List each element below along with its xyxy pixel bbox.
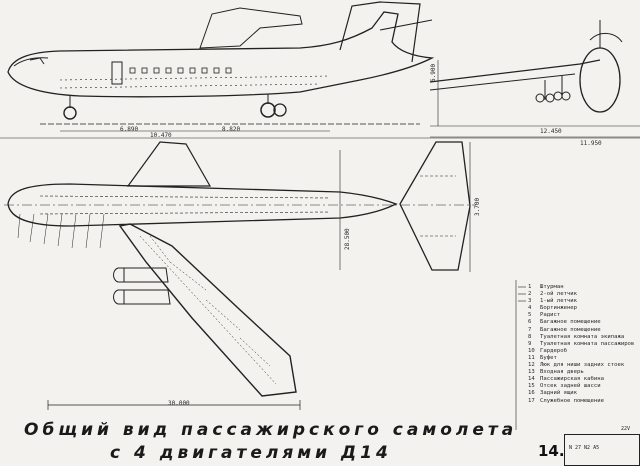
- dim-label-height: 6.900: [430, 63, 437, 82]
- dim-label-wing-len: 28.500: [344, 228, 351, 250]
- dim-label-span: 30.000: [168, 400, 190, 407]
- title-line-1: Общий вид пассажирского самолета: [24, 420, 518, 440]
- dim-label-fuselage: 10.470: [150, 132, 172, 139]
- stamp-code: 22V: [621, 426, 631, 432]
- title-line-2: с 4 двигателями Д14: [110, 443, 392, 463]
- dim-label-root: 3.700: [474, 197, 481, 216]
- plan-view: [4, 141, 476, 410]
- sheet-number: 14.: [538, 442, 565, 460]
- side-view: [7, 1, 435, 132]
- dim-label-front-to-main: 8.820: [222, 126, 241, 133]
- leader-ticks: [518, 286, 526, 302]
- dim-label-tail-span: 11.950: [580, 140, 602, 147]
- dim-label-wheel-base: 6.890: [120, 126, 139, 133]
- title-block: 22V N 27 N2 A5: [564, 426, 640, 466]
- stamp-ref: N 27 N2 A5: [569, 445, 600, 451]
- dim-label-track: 12.450: [540, 128, 562, 135]
- front-view: [429, 20, 640, 138]
